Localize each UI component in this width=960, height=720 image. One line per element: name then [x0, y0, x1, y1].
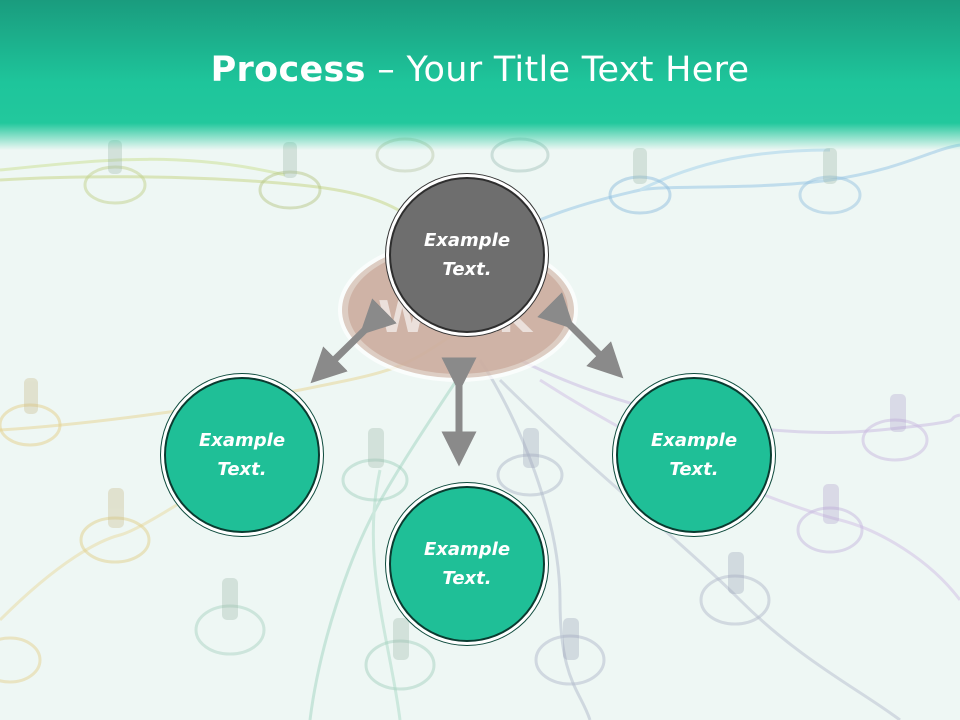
header-banner [0, 0, 960, 150]
center-node: Example Text. [389, 177, 545, 333]
title-bold: Process [210, 50, 366, 90]
title-rest: – Your Title Text Here [365, 50, 750, 90]
bottom-node-text: Example Text. [423, 539, 511, 589]
bottom-node: Example Text. [389, 486, 545, 642]
center-node-text: Example Text. [423, 230, 511, 280]
page-title: Process – Your Title Text Here [0, 50, 960, 90]
right-node-text: Example Text. [650, 430, 738, 480]
left-node: Example Text. [164, 377, 320, 533]
right-node: Example Text. [616, 377, 772, 533]
arrow-center-right [537, 292, 624, 379]
left-node-text: Example Text. [198, 430, 286, 480]
arrow-center-left [310, 298, 397, 384]
